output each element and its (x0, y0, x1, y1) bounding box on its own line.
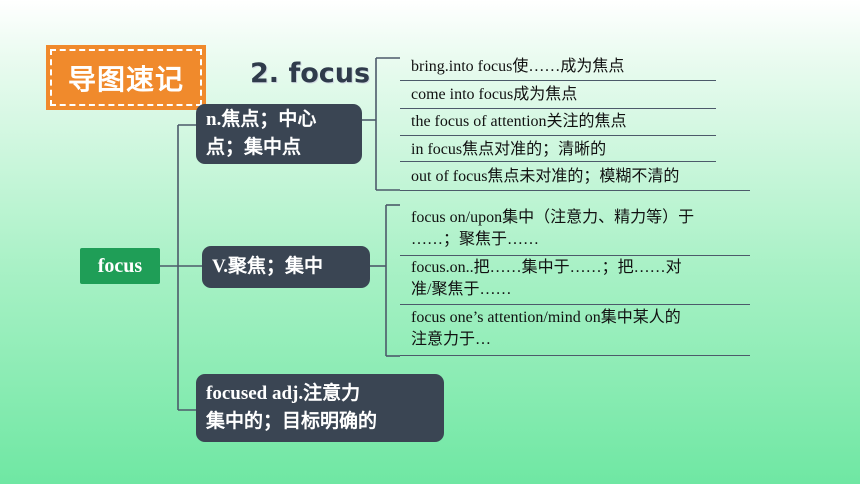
divider (400, 135, 716, 136)
divider (400, 190, 750, 191)
noun-node-line1: n.焦点；中心 (206, 109, 317, 130)
adj-node-line1: focused adj.注意力 (206, 383, 361, 404)
divider (400, 108, 716, 109)
verb-item-3: focus one’s attention/mind on集中某人的 注意力于… (411, 307, 681, 351)
divider (400, 80, 716, 81)
divider (400, 304, 750, 305)
divider (400, 255, 750, 256)
adj-node-line2: 集中的；目标明确的 (206, 411, 378, 432)
mindmap-badge: 导图速记 (46, 45, 206, 110)
root-node: focus (80, 248, 160, 284)
verb-item-2-line2: 准/聚焦于…… (411, 281, 512, 298)
noun-item-1: bring.into focus使……成为焦点 (411, 58, 625, 75)
noun-node-line2: 点；集中点 (206, 137, 302, 158)
verb-node-label: V.聚焦；集中 (212, 256, 324, 277)
verb-item-3-line1: focus one’s attention/mind on集中某人的 (411, 309, 681, 326)
verb-item-1: focus on/upon集中（注意力、精力等）于 ……；聚焦于…… (411, 207, 694, 251)
verb-item-3-line2: 注意力于… (411, 331, 492, 348)
noun-item-5: out of focus焦点未对准的；模糊不清的 (411, 168, 680, 185)
noun-item-2: come into focus成为焦点 (411, 86, 578, 103)
divider (400, 355, 750, 356)
verb-item-1-line1: focus on/upon集中（注意力、精力等）于 (411, 209, 695, 226)
adj-node: focused adj.注意力 集中的；目标明确的 (196, 374, 444, 442)
verb-node: V.聚焦；集中 (202, 246, 370, 288)
page-title: 2. focus (250, 58, 371, 89)
divider (400, 161, 716, 162)
noun-node: n.焦点；中心 点；集中点 (196, 104, 362, 164)
verb-item-2-line1: focus.on..把……集中于……；把……对 (411, 259, 682, 276)
verb-item-1-line2: ……；聚焦于…… (411, 231, 540, 248)
verb-item-2: focus.on..把……集中于……；把……对 准/聚焦于…… (411, 257, 682, 301)
noun-item-3: the focus of attention关注的焦点 (411, 113, 627, 130)
noun-item-4: in focus焦点对准的；清晰的 (411, 141, 607, 158)
